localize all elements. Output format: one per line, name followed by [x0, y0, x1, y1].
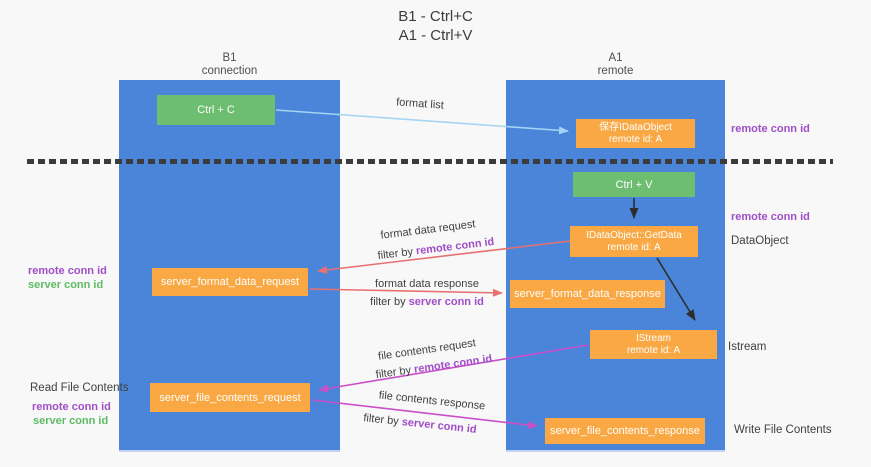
filter-by-text: filter by	[370, 296, 409, 308]
ctrl-c-label: Ctrl + C	[197, 104, 235, 116]
server-file-contents-response-label: server_file_contents_response	[550, 425, 700, 437]
format-data-request-label: format data request	[380, 218, 476, 242]
right-column-subtitle: remote	[597, 65, 634, 77]
left-remote-conn-id-label-top: remote conn id	[28, 265, 107, 277]
server-format-data-request-box: server_format_data_request	[152, 268, 308, 296]
ctrl-v-box: Ctrl + V	[573, 172, 695, 197]
server-file-contents-response-box: server_file_contents_response	[545, 418, 705, 444]
right-column-header: A1 remote	[506, 52, 725, 78]
format-data-response-filter-label: filter by server conn id	[370, 296, 484, 308]
filter-by-text: filter by	[375, 363, 415, 382]
server-conn-id-text: server conn id	[408, 296, 484, 308]
istream-box: IStream remote id: A	[590, 330, 717, 359]
server-format-data-response-box: server_format_data_response	[510, 280, 665, 308]
left-column-title: B1	[222, 52, 237, 64]
filter-by-text: filter by	[362, 412, 403, 429]
file-contents-response-filter-label: filter by server conn id	[363, 412, 477, 436]
remote-conn-id-text: remote conn id	[415, 235, 495, 258]
left-remote-conn-id-label-bottom: remote conn id	[32, 401, 111, 413]
idataobject-getdata-line1: IDataObject::GetData	[586, 229, 682, 241]
save-idataobject-line1: 保存IDataObject	[599, 121, 672, 133]
right-remote-conn-id-label-mid: remote conn id	[731, 211, 810, 223]
format-list-text: format list	[395, 96, 445, 112]
format-data-response-label: format data response	[375, 278, 479, 290]
save-idataobject-box: 保存IDataObject remote id: A	[576, 119, 695, 148]
diagram-title: B1 - Ctrl+C A1 - Ctrl+V	[0, 7, 871, 45]
ctrl-c-box: Ctrl + C	[157, 95, 275, 125]
title-line-2: A1 - Ctrl+V	[398, 27, 473, 44]
server-file-contents-request-box: server_file_contents_request	[150, 383, 310, 412]
server-conn-id-text: server conn id	[401, 416, 478, 436]
file-contents-response-text: file contents response	[378, 389, 486, 413]
right-remote-conn-id-label-top: remote conn id	[731, 123, 810, 135]
server-file-contents-request-label: server_file_contents_request	[159, 391, 301, 404]
title-line-1: B1 - Ctrl+C	[398, 8, 473, 25]
server-format-data-response-label: server_format_data_response	[514, 288, 661, 300]
left-column-subtitle: connection	[201, 65, 258, 77]
istream-line1: IStream	[635, 332, 671, 344]
idataobject-getdata-line2: remote id: A	[607, 241, 661, 253]
filter-by-text: filter by	[377, 245, 417, 263]
read-file-contents-label: Read File Contents	[30, 382, 129, 394]
istream-side-label: Istream	[728, 341, 767, 353]
ctrl-v-label: Ctrl + V	[615, 178, 653, 191]
server-format-data-request-label: server_format_data_request	[160, 276, 300, 288]
left-server-conn-id-label-top: server conn id	[28, 279, 104, 291]
phase-separator-dashed-line	[27, 159, 833, 164]
left-column-header: B1 connection	[119, 52, 340, 78]
istream-line2: remote id: A	[626, 344, 681, 356]
file-contents-response-label: file contents response	[378, 389, 486, 412]
right-column-title: A1	[608, 52, 623, 64]
write-file-contents-label: Write File Contents	[734, 424, 832, 436]
idataobject-getdata-box: IDataObject::GetData remote id: A	[570, 226, 698, 257]
format-list-label: format list	[396, 96, 444, 111]
format-data-response-text: format data response	[375, 278, 479, 290]
left-server-conn-id-label-bottom: server conn id	[33, 415, 109, 427]
save-idataobject-line2: remote id: A	[608, 133, 663, 145]
dataobject-label: DataObject	[731, 235, 789, 247]
format-data-request-text: format data request	[379, 218, 477, 242]
